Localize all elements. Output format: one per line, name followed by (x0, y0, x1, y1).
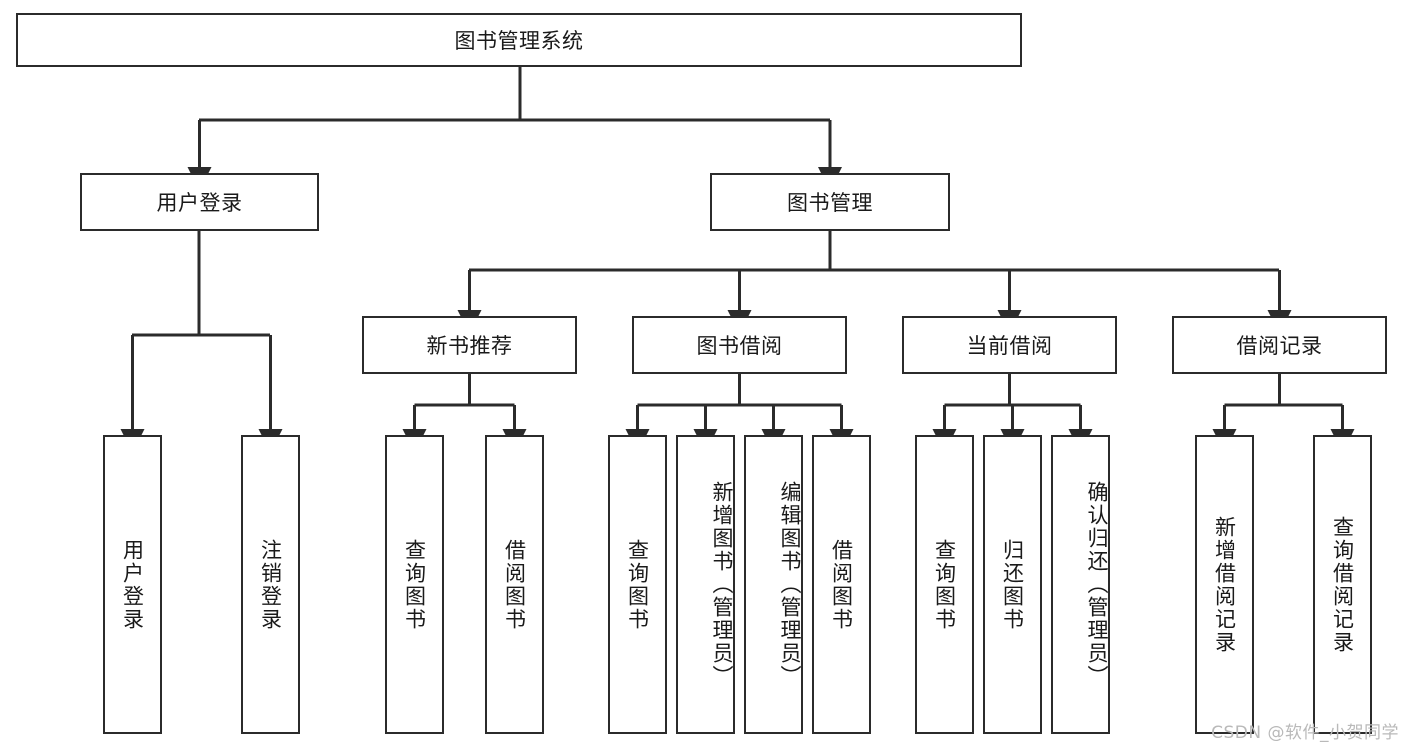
node-label: 查询图书 (402, 538, 427, 631)
node-label: 新增借阅记录 (1212, 515, 1237, 654)
node-leaf-5[interactable]: 新增图书（管理员） (676, 435, 735, 734)
node-leaf-1[interactable]: 注销登录 (241, 435, 300, 734)
node-label: 编辑图书（管理员） (778, 481, 802, 688)
node-leaf-0[interactable]: 用户登录 (103, 435, 162, 734)
node-label: 图书管理 (787, 191, 873, 215)
node-level2-3[interactable]: 借阅记录 (1172, 316, 1387, 374)
node-label: 归还图书 (1000, 538, 1025, 631)
node-label: 图书借阅 (696, 334, 783, 358)
node-label: 新书推荐 (426, 334, 513, 358)
node-label: 当前借阅 (966, 334, 1053, 358)
node-leaf-12[interactable]: 查询借阅记录 (1313, 435, 1372, 734)
node-label: 新增图书（管理员） (710, 481, 734, 688)
node-leaf-4[interactable]: 查询图书 (608, 435, 667, 734)
node-level1-1[interactable]: 图书管理 (710, 173, 950, 231)
wire-group (120, 67, 1355, 453)
node-label: 借阅图书 (502, 538, 527, 631)
node-level2-1[interactable]: 图书借阅 (632, 316, 847, 374)
node-label: 借阅记录 (1236, 334, 1323, 358)
node-leaf-3[interactable]: 借阅图书 (485, 435, 544, 734)
node-level1-0[interactable]: 用户登录 (80, 173, 319, 231)
node-label: 用户登录 (120, 538, 145, 631)
node-label: 查询图书 (932, 538, 957, 631)
watermark-text: CSDN @软件_小贺同学 (1211, 723, 1399, 743)
node-leaf-11[interactable]: 新增借阅记录 (1195, 435, 1254, 734)
node-leaf-9[interactable]: 归还图书 (983, 435, 1042, 734)
node-label: 查询借阅记录 (1330, 515, 1355, 654)
node-leaf-10[interactable]: 确认归还（管理员） (1051, 435, 1110, 734)
node-label: 查询图书 (625, 538, 650, 631)
node-level2-2[interactable]: 当前借阅 (902, 316, 1117, 374)
node-leaf-8[interactable]: 查询图书 (915, 435, 974, 734)
node-level2-0[interactable]: 新书推荐 (362, 316, 577, 374)
node-label: 注销登录 (258, 538, 283, 631)
node-label: 借阅图书 (829, 538, 854, 631)
node-leaf-7[interactable]: 借阅图书 (812, 435, 871, 734)
node-leaf-2[interactable]: 查询图书 (385, 435, 444, 734)
node-label: 确认归还（管理员） (1085, 481, 1109, 688)
node-root[interactable]: 图书管理系统 (16, 13, 1022, 67)
node-label: 图书管理系统 (454, 29, 584, 53)
node-leaf-6[interactable]: 编辑图书（管理员） (744, 435, 803, 734)
node-label: 用户登录 (156, 191, 243, 215)
